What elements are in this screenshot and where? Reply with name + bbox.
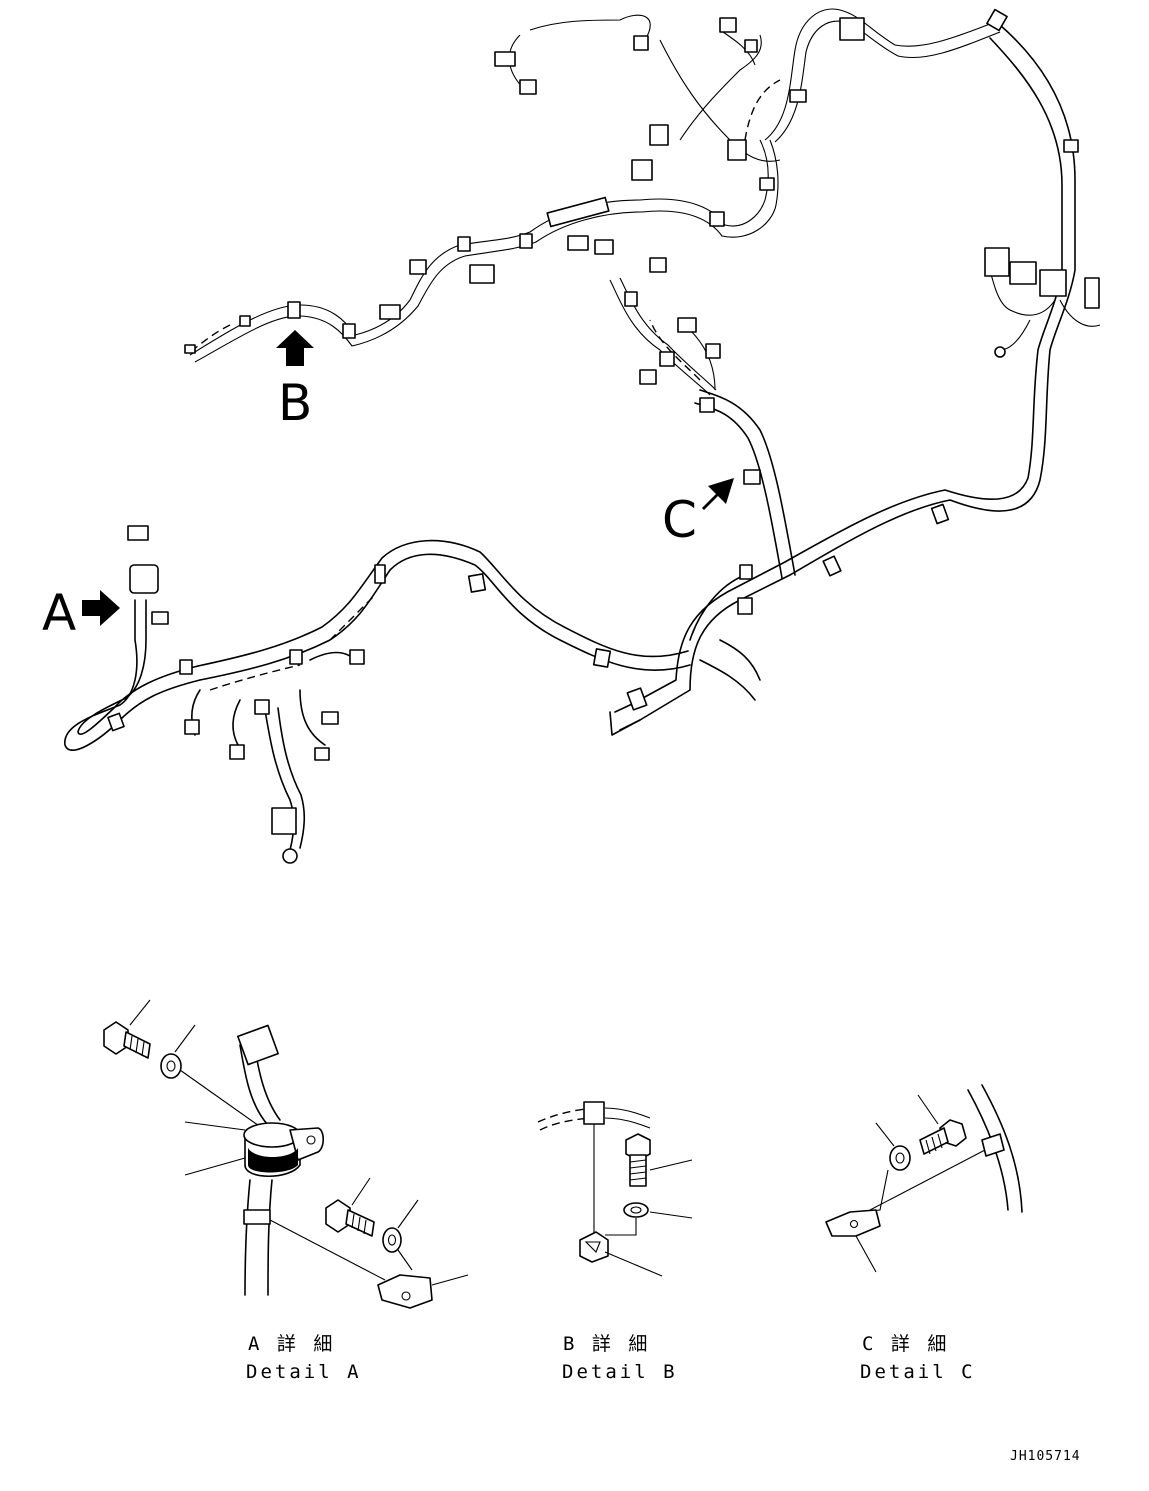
detail-a-caption-en: Detail A — [246, 1361, 362, 1383]
detail-a-washer-1 — [160, 1053, 182, 1079]
callout-c: C — [662, 478, 734, 549]
callout-b-label: B — [278, 374, 312, 432]
detail-a-connector — [237, 1024, 279, 1066]
detail-b-caption-jp: B 詳 細 — [563, 1333, 650, 1355]
detail-b-clip — [583, 1101, 605, 1125]
detail-a-bracket — [377, 1274, 433, 1309]
detail-b-clamp — [579, 1231, 609, 1263]
detail-a-bolt-1 — [103, 1021, 151, 1059]
callout-c-label: C — [662, 491, 697, 549]
callout-b: B — [276, 330, 314, 432]
detail-c-caption-en: Detail C — [860, 1361, 976, 1383]
detail-c-caption-jp: C 詳 細 — [862, 1333, 949, 1355]
detail-b: B 詳 細 Detail B — [537, 1101, 693, 1383]
detail-b-caption-en: Detail B — [562, 1361, 678, 1383]
detail-a-bolt-2 — [325, 1199, 375, 1237]
detail-c: C 詳 細 Detail C — [825, 1084, 1023, 1383]
harness-clamps — [107, 8, 1079, 732]
callout-b-arrow — [276, 330, 314, 366]
callout-a-label: A — [42, 584, 76, 642]
callout-a: A — [42, 584, 120, 642]
callout-a-arrow — [82, 590, 120, 626]
detail-a-caption-jp: A 詳 細 — [248, 1333, 335, 1355]
detail-a-washer-2 — [382, 1227, 402, 1253]
connectors — [127, 17, 1100, 864]
detail-a-clamp — [243, 1122, 325, 1177]
detail-c-bolt — [919, 1119, 967, 1155]
callout-c-arrow — [702, 478, 734, 510]
main-harness — [64, 8, 1101, 851]
detail-b-bolt — [625, 1133, 651, 1187]
detail-a: A 詳 細 Detail A — [103, 999, 469, 1383]
drawing-code: JH105714 — [1010, 1449, 1081, 1464]
detail-b-washer — [623, 1202, 649, 1218]
detail-c-bracket — [825, 1209, 881, 1237]
detail-c-washer — [889, 1145, 911, 1171]
